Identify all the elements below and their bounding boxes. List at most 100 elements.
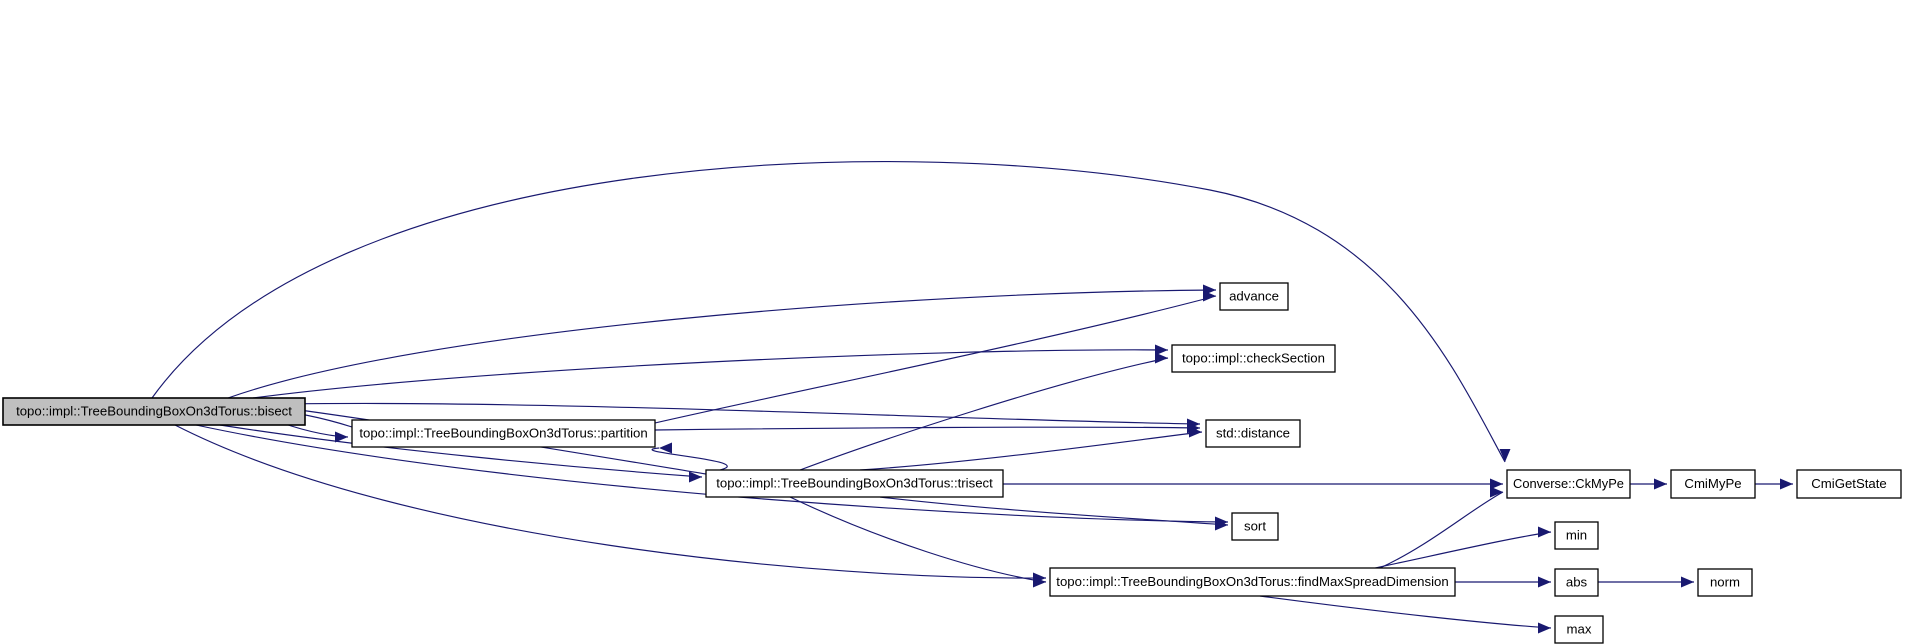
graph-node-trisect[interactable]: topo::impl::TreeBoundingBoxOn3dTorus::tr… [705, 469, 1004, 498]
arrowhead-icon [1189, 426, 1202, 438]
edge-ckmype-to-cmimype [1630, 478, 1667, 490]
edge-line [654, 426, 1201, 431]
node-label: sort [1244, 518, 1266, 533]
arrowhead-icon [1654, 478, 1667, 490]
node-box[interactable] [1231, 512, 1279, 541]
edge-line [219, 424, 703, 478]
edge-line [859, 431, 1203, 471]
edge-bisect-to-ckmype [151, 161, 1511, 463]
node-box[interactable] [1554, 615, 1604, 644]
edge-line [1374, 531, 1552, 569]
graph-node-fmsd[interactable]: topo::impl::TreeBoundingBoxOn3dTorus::fi… [1049, 567, 1456, 597]
arrowhead-icon [1490, 478, 1503, 490]
graph-node-cmigetst[interactable]: CmiGetState [1796, 469, 1902, 499]
node-box[interactable] [1796, 469, 1902, 499]
node-label: abs [1566, 574, 1588, 589]
edge-partition-to-distance [654, 422, 1201, 434]
node-layer: topo::impl::TreeBoundingBoxOn3dTorus::bi… [2, 282, 1902, 644]
edge-line [1259, 595, 1552, 629]
arrowhead-icon [1780, 478, 1793, 490]
graph-node-cmimype[interactable]: CmiMyPe [1670, 469, 1756, 499]
graph-node-partition[interactable]: topo::impl::TreeBoundingBoxOn3dTorus::pa… [351, 419, 656, 448]
node-label: topo::impl::checkSection [1182, 350, 1325, 365]
edge-fmsd-to-ckmype [1379, 486, 1504, 569]
edge-cmimype-to-cmigetst [1755, 478, 1793, 490]
edge-partition-to-advance [654, 290, 1217, 424]
node-box[interactable] [1554, 521, 1599, 550]
edge-bisect-to-trisect [219, 424, 703, 483]
node-label: advance [1229, 288, 1279, 303]
graph-node-sort[interactable]: sort [1231, 512, 1279, 541]
edge-bisect-to-advance [227, 284, 1217, 399]
graph-node-advance[interactable]: advance [1219, 282, 1289, 311]
edge-line [879, 496, 1229, 526]
graph-node-distance[interactable]: std::distance [1205, 419, 1301, 448]
edge-layer [151, 161, 1793, 634]
edge-line [252, 349, 1169, 399]
edge-trisect-to-partition [651, 442, 728, 471]
arrowhead-icon [1490, 486, 1503, 498]
edge-trisect-to-checksec [799, 352, 1169, 471]
node-label: max [1567, 621, 1592, 636]
node-label: topo::impl::TreeBoundingBoxOn3dTorus::tr… [716, 475, 993, 490]
node-box[interactable] [1697, 568, 1753, 597]
edge-trisect-to-fmsd [789, 496, 1047, 588]
graph-node-checksec[interactable]: topo::impl::checkSection [1171, 344, 1336, 373]
node-box[interactable] [1049, 567, 1456, 597]
edge-bisect-to-fmsd [174, 424, 1047, 584]
arrowhead-icon [1538, 576, 1551, 588]
arrowhead-icon [1499, 449, 1511, 462]
edge-fmsd-to-abs [1455, 576, 1551, 588]
edge-trisect-to-ckmype [1003, 478, 1503, 490]
node-label: topo::impl::TreeBoundingBoxOn3dTorus::pa… [359, 425, 647, 440]
node-label: topo::impl::TreeBoundingBoxOn3dTorus::bi… [16, 403, 292, 418]
edge-bisect-to-checksec [252, 344, 1169, 399]
graph-node-bisect[interactable]: topo::impl::TreeBoundingBoxOn3dTorus::bi… [2, 397, 306, 426]
node-box[interactable] [2, 397, 306, 426]
node-label: CmiMyPe [1684, 476, 1741, 491]
edge-line [654, 295, 1217, 424]
arrowhead-icon [1681, 576, 1694, 588]
arrowhead-icon [1203, 290, 1216, 302]
edge-line [174, 424, 1047, 579]
node-label: Converse::CkMyPe [1513, 476, 1624, 491]
edge-trisect-to-sort [879, 496, 1229, 531]
arrowhead-icon [1155, 352, 1168, 364]
node-box[interactable] [351, 419, 656, 448]
edge-fmsd-to-max [1259, 595, 1552, 634]
node-box[interactable] [1554, 568, 1599, 597]
node-box[interactable] [1205, 419, 1301, 448]
node-box[interactable] [705, 469, 1004, 498]
arrowhead-icon [1215, 519, 1228, 531]
edge-line [227, 289, 1217, 399]
edge-fmsd-to-min [1374, 526, 1552, 569]
node-label: std::distance [1216, 425, 1290, 440]
arrowhead-icon [335, 431, 348, 443]
edge-abs-to-norm [1598, 576, 1694, 588]
graph-node-abs[interactable]: abs [1554, 568, 1599, 597]
arrowhead-icon [1033, 576, 1046, 588]
arrowhead-icon [1155, 344, 1168, 356]
node-label: topo::impl::TreeBoundingBoxOn3dTorus::fi… [1056, 574, 1448, 589]
edge-line [1379, 491, 1504, 569]
graph-node-norm[interactable]: norm [1697, 568, 1753, 597]
edge-line [799, 357, 1169, 471]
graph-node-min[interactable]: min [1554, 521, 1599, 550]
edge-line [289, 402, 1201, 425]
edge-line [789, 496, 1047, 583]
node-box[interactable] [1506, 469, 1631, 499]
edge-trisect-to-distance [859, 426, 1203, 471]
arrowhead-icon [1538, 622, 1551, 634]
node-label: norm [1710, 574, 1740, 589]
node-box[interactable] [1670, 469, 1756, 499]
node-box[interactable] [1219, 282, 1289, 311]
graph-node-ckmype[interactable]: Converse::CkMyPe [1506, 469, 1631, 499]
arrowhead-icon [689, 471, 702, 483]
edge-line [651, 447, 728, 471]
node-box[interactable] [1171, 344, 1336, 373]
arrowhead-icon [659, 442, 672, 454]
node-label: min [1566, 527, 1587, 542]
graph-node-max[interactable]: max [1554, 615, 1604, 644]
